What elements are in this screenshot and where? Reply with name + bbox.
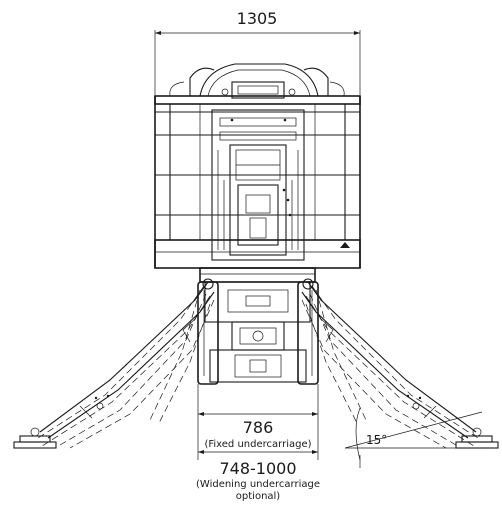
platform-basket xyxy=(154,95,361,269)
overall-width-dimension: 1305 xyxy=(154,9,361,95)
overall-width-label: 1305 xyxy=(237,9,278,28)
widening-track-dimension: 748-1000 (Widening undercarriage optiona… xyxy=(196,459,320,502)
widening-note-line1: (Widening undercarriage xyxy=(196,479,320,490)
chassis-body xyxy=(199,267,316,383)
upper-structure xyxy=(169,63,345,99)
outriggers-left xyxy=(13,281,215,449)
widening-note-line2: optional) xyxy=(236,491,281,502)
widening-track-label: 748-1000 xyxy=(219,459,296,478)
fixed-track-label: 786 xyxy=(243,418,274,437)
outrigger-angle-indicator: 15° xyxy=(344,407,483,468)
outriggers-right xyxy=(301,281,499,449)
tracks xyxy=(197,278,319,385)
fixed-track-dimension: 786 (Fixed undercarriage) xyxy=(197,384,319,460)
angle-label: 15° xyxy=(366,433,387,447)
fixed-track-note: (Fixed undercarriage) xyxy=(204,439,311,450)
mast-section xyxy=(211,109,305,261)
